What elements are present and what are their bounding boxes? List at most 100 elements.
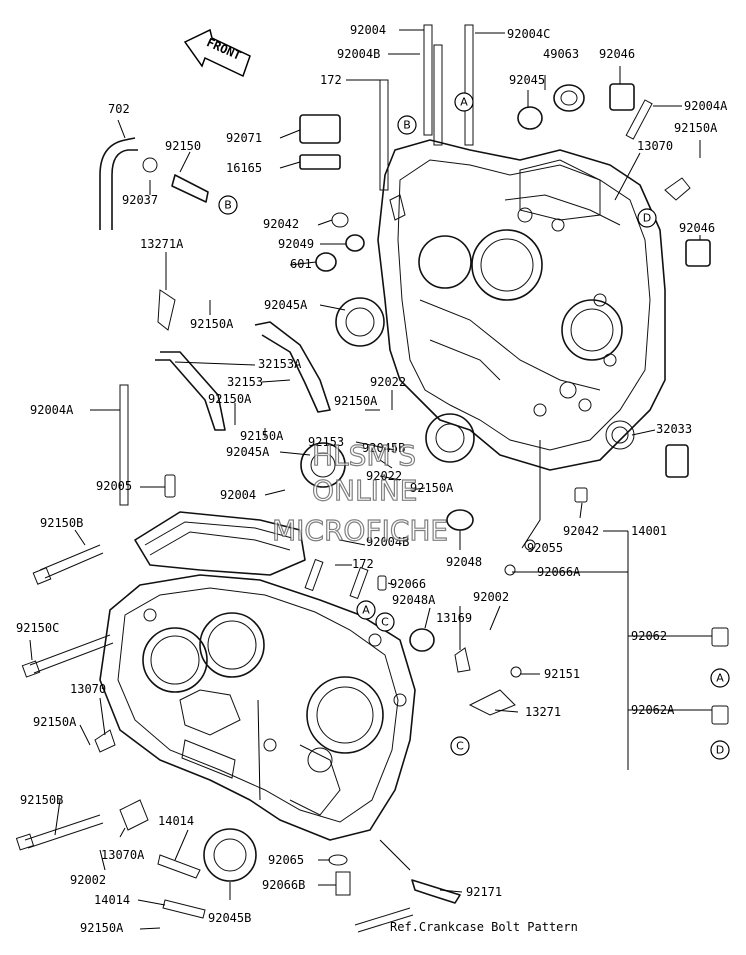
- bearing-92045B-mid: [300, 442, 346, 488]
- label-172-mid: 172: [352, 557, 374, 571]
- label-92065: 92065: [268, 853, 304, 867]
- svg-text:B: B: [224, 199, 232, 212]
- watermark-line-2: ONLINE: [312, 474, 417, 507]
- svg-text:D: D: [716, 744, 724, 757]
- label-92153: 92153: [308, 435, 344, 449]
- label-92048A: 92048A: [392, 593, 436, 607]
- bearing-92045A-mid: [425, 413, 475, 463]
- callout-A-top: A: [454, 92, 474, 112]
- label-92048: 92048: [446, 555, 482, 569]
- label-92042-a: 92042: [263, 217, 299, 231]
- label-92062A: 92062A: [631, 703, 675, 717]
- callout-C-bottom: C: [450, 736, 470, 756]
- watermark: HLSM'S ONLINE MICROFICHE: [271, 438, 448, 547]
- label-92037: 92037: [122, 193, 158, 207]
- svg-text:B: B: [403, 119, 411, 132]
- label-92171: 92171: [466, 885, 502, 899]
- label-13070-left: 13070: [70, 682, 106, 696]
- label-92004B-mid: 92004B: [366, 535, 409, 549]
- label-13070-right: 13070: [637, 139, 673, 153]
- label-32153A: 32153A: [258, 357, 302, 371]
- label-92150A-2: 92150A: [208, 392, 252, 406]
- label-13070A: 13070A: [101, 848, 145, 862]
- bearing-92045B-bottom: [203, 828, 257, 882]
- label-14001: 14001: [631, 524, 667, 538]
- front-arrow: FRONT: [183, 28, 251, 78]
- label-92049: 92049: [278, 237, 314, 251]
- part-labels: 92004 92004C 92004B 49063 92046 172 9204…: [16, 23, 728, 935]
- lower-crankcase: [99, 574, 416, 841]
- label-92150B-top: 92150B: [40, 516, 83, 530]
- label-702: 702: [108, 102, 130, 116]
- label-13271A: 13271A: [140, 237, 184, 251]
- ref-note: Ref.Crankcase Bolt Pattern: [390, 920, 578, 934]
- label-92045A-a: 92045A: [264, 298, 308, 312]
- bolts: [15, 544, 461, 933]
- label-14014-a: 14014: [158, 814, 194, 828]
- callout-B-top: B: [397, 115, 417, 135]
- studs: [119, 24, 653, 600]
- label-92042-b: 92042: [563, 524, 599, 538]
- label-92022-a: 92022: [370, 375, 406, 389]
- label-92045B-a: 92045B: [362, 441, 405, 455]
- seal-92048A: [409, 628, 435, 652]
- label-92004B-top: 92004B: [337, 47, 380, 61]
- label-92004C: 92004C: [507, 27, 550, 41]
- label-92062: 92062: [631, 629, 667, 643]
- label-92150A-6: 92150A: [33, 715, 77, 729]
- label-92004: 92004: [350, 23, 386, 37]
- label-92150A-right: 92150A: [674, 121, 718, 135]
- label-92045B-b: 92045B: [208, 911, 251, 925]
- label-92046-top: 92046: [599, 47, 635, 61]
- watermark-line-3: MICROFICHE: [272, 514, 448, 547]
- label-92151: 92151: [544, 667, 580, 681]
- label-92150C: 92150C: [16, 621, 59, 635]
- label-32153: 32153: [227, 375, 263, 389]
- callout-C-mid: C: [375, 612, 395, 632]
- upper-crankcase: [377, 139, 666, 471]
- label-92150B-bottom: 92150B: [20, 793, 63, 807]
- svg-text:A: A: [362, 604, 370, 617]
- label-92002-right: 92002: [473, 590, 509, 604]
- label-92150A-5: 92150A: [410, 481, 454, 495]
- svg-text:A: A: [716, 672, 724, 685]
- label-92045A-b: 92045A: [226, 445, 270, 459]
- label-92045-top: 92045: [509, 73, 545, 87]
- label-92046-right: 92046: [679, 221, 715, 235]
- hoses: [99, 137, 331, 431]
- label-92055: 92055: [527, 541, 563, 555]
- leader-lines: [29, 29, 712, 930]
- label-13271: 13271: [525, 705, 561, 719]
- label-92071: 92071: [226, 131, 262, 145]
- label-92004A-right: 92004A: [684, 99, 728, 113]
- watermark-line-1: HLSM'S: [312, 439, 416, 472]
- bearing-92045A-top: [335, 297, 385, 347]
- bushing-32033: [665, 444, 689, 478]
- label-92066: 92066: [390, 577, 426, 591]
- label-92066B: 92066B: [262, 878, 305, 892]
- label-92066A: 92066A: [537, 565, 581, 579]
- label-13169: 13169: [436, 611, 472, 625]
- svg-text:A: A: [460, 96, 468, 109]
- svg-text:C: C: [456, 740, 464, 753]
- label-92005: 92005: [96, 479, 132, 493]
- label-92150A-1: 92150A: [190, 317, 234, 331]
- breather-cover: [134, 511, 306, 576]
- label-92004-mid: 92004: [220, 488, 256, 502]
- bearings: [203, 83, 711, 882]
- callout-A-right: A: [710, 668, 730, 688]
- svg-text:C: C: [381, 616, 389, 629]
- bearing-49063: [553, 84, 585, 112]
- label-92002-left: 92002: [70, 873, 106, 887]
- label-92150A-4: 92150A: [240, 429, 284, 443]
- label-92150A-7: 92150A: [80, 921, 124, 935]
- label-92022-b: 92022: [366, 469, 402, 483]
- label-92150A-3: 92150A: [334, 394, 378, 408]
- callout-B-left: B: [218, 195, 238, 215]
- callout-D-right: D: [710, 740, 730, 760]
- label-172-top: 172: [320, 73, 342, 87]
- label-601: 601: [290, 257, 312, 271]
- bearing-92046-top: [609, 83, 635, 111]
